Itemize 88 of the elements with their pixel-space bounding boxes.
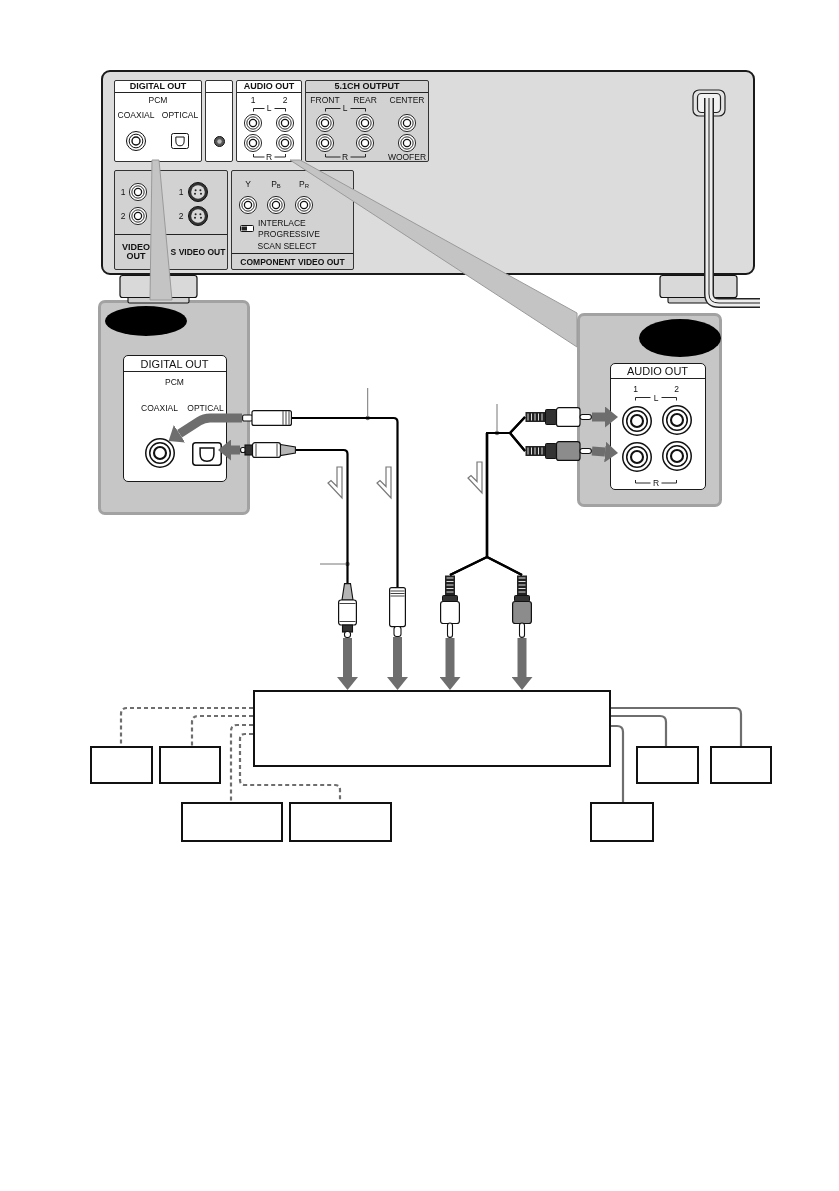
connector-line [611,714,668,746]
oval-tag [105,306,187,336]
jack-label: FRONT [310,95,340,104]
jack-number: 2 [178,211,184,221]
optical-jack-icon [192,442,222,466]
channel-label: R [341,152,349,162]
device-rear-panel [101,70,755,275]
cable [296,448,349,583]
switch-label: INTERLACE [258,218,306,228]
dashed-line [190,714,253,746]
connector-line [611,706,743,746]
arrow [439,638,461,690]
channel-label: L [653,393,659,402]
jack-label: COAXIAL [117,110,155,120]
arrow [591,441,618,463]
connector-section [205,80,233,162]
jack-label: CENTER [389,95,425,104]
jack-label: Y [245,179,251,189]
output-label: S VIDEO OUT [170,247,226,257]
blank-box [590,802,654,842]
oval-tag [639,319,721,357]
arrow [592,406,618,428]
connector-section [114,80,202,162]
jack-label: REAR [353,95,377,104]
arrow [387,637,408,690]
jack-label: COAXIAL [141,403,178,412]
rca-jack-icon [622,442,652,472]
format-label: PCM [148,95,168,105]
section-heading: DIGITAL OUT [140,358,209,369]
connector-section [305,80,429,162]
optical-plug-icon [240,442,296,458]
rca-plug-icon [525,407,592,427]
optical-plug-icon [338,583,357,638]
channel-label: R [652,478,660,487]
output-label: VIDEO OUT [122,243,150,261]
section-heading: COMPONENT VIDEO OUT [240,257,345,266]
jack-label: OPTICAL [161,110,199,120]
jack-number: 1 [178,187,184,197]
blank-box [159,746,221,784]
switch-label: PROGRESSIVE [258,229,320,239]
section-heading: AUDIO OUT [626,365,689,376]
channel-label: L [342,103,348,113]
connector-section [231,170,354,270]
connector-section [236,80,302,162]
jack-number: 1 [120,187,126,197]
format-label: PCM [165,377,184,386]
blank-box [181,802,283,842]
connector-panel [610,363,706,490]
magnified-inset [577,313,722,507]
rca-plug-icon [525,441,592,461]
jack-number: 2 [120,211,126,221]
zoom-callout-band [149,159,173,301]
section-heading: AUDIO OUT [243,81,295,91]
rca-plug-icon [512,575,532,638]
coaxial-plug-icon [242,410,292,426]
dashed-line [229,723,253,802]
connector-line [611,724,625,802]
arrow [168,413,242,443]
cable [292,416,399,587]
dashed-line [119,706,253,746]
jack-label: P$_{R}$ [299,179,309,189]
channel-label: R [265,152,273,162]
rca-plug-icon [440,575,460,638]
jack-number: 2 [282,95,288,104]
arrow [337,638,358,690]
arrow [218,439,240,461]
blank-box [90,746,153,784]
coaxial-plug-icon [389,587,406,637]
switch-label: SCAN SELECT [257,241,317,250]
jack-number: 1 [633,384,638,393]
arrow [511,638,533,690]
blank-box [253,690,611,767]
connector-panel [123,355,227,482]
jack-label: P$_{B}$ [271,179,281,189]
blank-box [710,746,772,784]
coaxial-jack-icon [145,438,175,468]
jack-number: 2 [674,384,679,393]
jack-label: OPTICAL [187,403,224,412]
section-heading: 5.1CH OUTPUT [334,81,400,91]
magnified-inset [98,300,250,515]
blank-box [289,802,392,842]
section-heading: DIGITAL OUT [129,81,187,91]
zoom-callout-band [289,159,578,348]
channel-label: L [266,103,272,113]
rca-jack-icon [622,406,652,436]
jack-label: WOOFER [387,152,427,162]
jack-number: 1 [250,95,256,104]
blank-box [636,746,699,784]
